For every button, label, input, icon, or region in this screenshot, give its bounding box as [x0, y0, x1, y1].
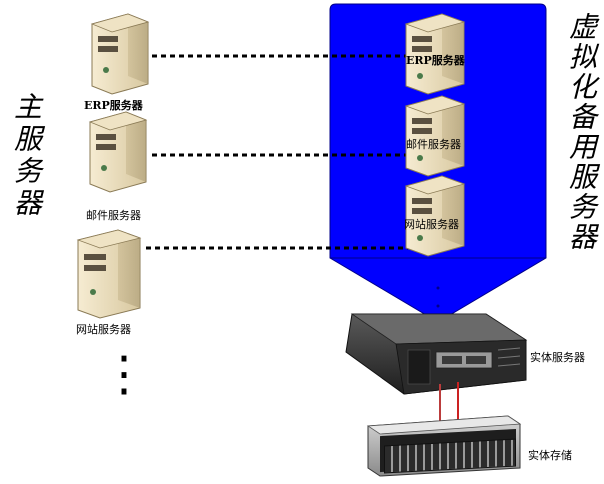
more-servers-ellipsis: ⋮	[100, 346, 148, 402]
primary-servers-title: 主服务器	[10, 92, 43, 220]
virtual-server-label-erp: ERP服务器	[406, 54, 465, 67]
server-icon-web	[76, 229, 142, 319]
server-icon-erp	[90, 13, 150, 95]
virtual-server-label-web: 网站服务器	[404, 218, 459, 231]
backup-servers-title: 虚拟化备用服务器	[565, 12, 598, 252]
virtual-server-icon-erp	[404, 13, 466, 95]
primary-server-label-mail: 邮件服务器	[86, 209, 141, 222]
physical-server-label: 实体服务器	[530, 351, 585, 364]
primary-server-label-web: 网站服务器	[76, 323, 131, 336]
physical-server-icon	[345, 313, 528, 395]
server-icon-mail	[88, 111, 148, 193]
primary-server-label-erp: ERP服务器	[84, 99, 143, 112]
virtual-server-label-mail: 邮件服务器	[406, 138, 461, 151]
virtual-server-icon-web	[404, 175, 466, 257]
virtual-server-icon-mail	[404, 95, 466, 177]
storage-label: 实体存储	[528, 449, 572, 462]
